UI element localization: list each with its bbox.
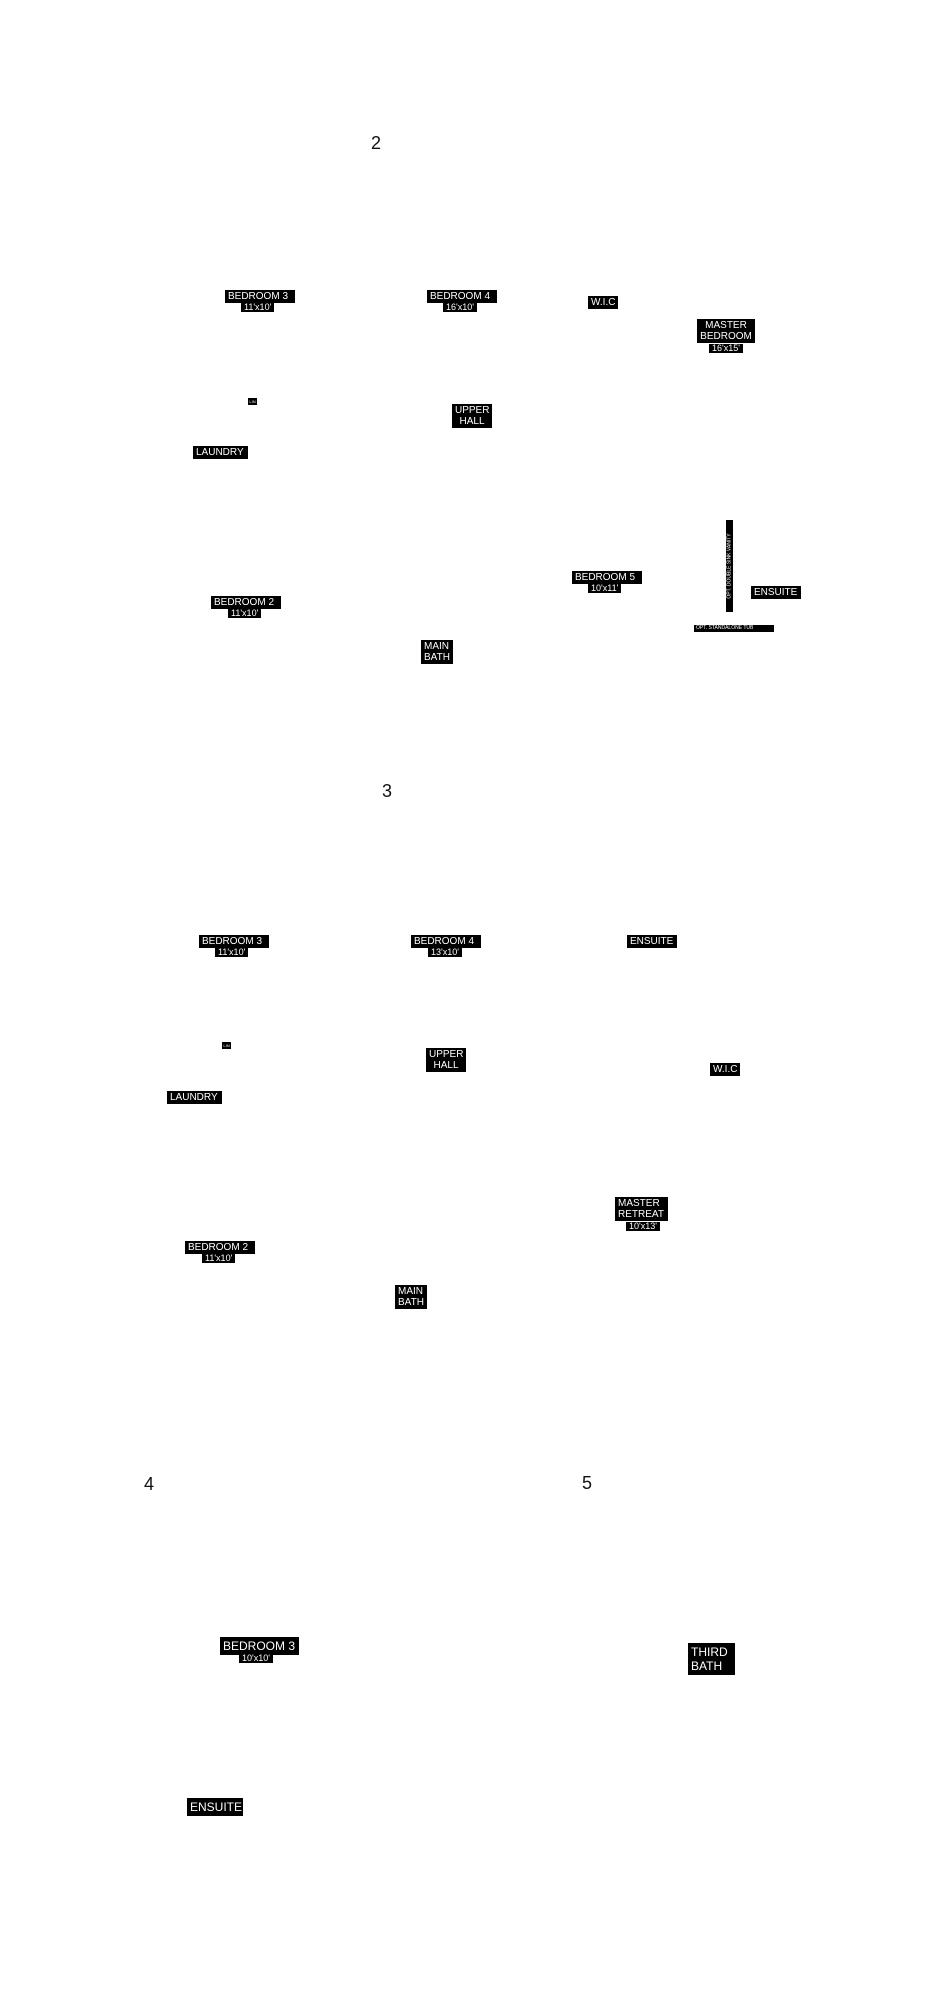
plan-3-master-retreat-line-2: RETREAT — [618, 1209, 664, 1220]
plan-2-laundry-label: LAUNDRY — [193, 446, 248, 459]
plan-5-third-bath-line-2: BATH — [691, 1659, 723, 1673]
plan-5-third-bath-label: THIRD BATH — [688, 1643, 735, 1675]
plan-2-ensuite-label: ENSUITE — [751, 586, 801, 599]
plan-3-main-bath-line-2: BATH — [398, 1297, 424, 1308]
plan-2-upper-hall-line-1: UPPER — [455, 405, 490, 416]
plan-2-bedroom-3-dim: 11'x10' — [241, 303, 275, 312]
plan-2-main-bath-label: MAIN BATH — [421, 640, 453, 664]
plan-2-wic-label: W.I.C — [588, 296, 618, 309]
plan-3-upper-hall-line-2: HALL — [433, 1060, 459, 1071]
plan-3-master-retreat-line-1: MASTER — [618, 1198, 660, 1209]
plan-2-standalone-tub-label: OPT. STANDALONE TUB — [694, 625, 774, 632]
plan-5-number: 5 — [582, 1473, 593, 1493]
plan-2-double-vanity-text: OPT. DOUBLE SINK VANITY — [726, 533, 732, 599]
plan-3-master-retreat-label: MASTER RETREAT — [615, 1197, 668, 1221]
plan-2-bedroom-5-dim: 10'x11' — [588, 584, 622, 593]
plan-3-master-retreat-dim: 10'x13' — [626, 1222, 660, 1231]
plan-4-bedroom-3-label: BEDROOM 3 — [220, 1637, 299, 1655]
plan-3-wic-label: W.I.C — [710, 1063, 740, 1076]
plan-3-bedroom-3-dim: 11'x10' — [215, 948, 249, 957]
plan-3-bedroom-2-label: BEDROOM 2 — [185, 1241, 255, 1254]
plan-3-main-bath-label: MAIN BATH — [395, 1285, 427, 1309]
plan-2-bedroom-2-dim: 11'x10' — [228, 609, 262, 618]
plan-3-upper-hall-label: UPPER HALL — [426, 1048, 466, 1072]
plan-2-bedroom-5-label: BEDROOM 5 — [572, 571, 642, 584]
plan-2-linen-marker: LIN — [248, 398, 257, 405]
plan-2-double-vanity-label: OPT. DOUBLE SINK VANITY — [726, 520, 733, 612]
plan-2-bedroom-2-label: BEDROOM 2 — [211, 596, 281, 609]
plan-2-main-bath-line-1: MAIN — [424, 641, 449, 652]
plan-3-upper-hall-line-1: UPPER — [429, 1049, 464, 1060]
plan-3-bedroom-4-dim: 13'x10' — [428, 948, 462, 957]
plan-3-main-bath-line-1: MAIN — [398, 1286, 423, 1297]
plan-4-number: 4 — [144, 1474, 155, 1494]
plan-2-master-bedroom-label: MASTER BEDROOM — [697, 319, 755, 343]
plan-4-ensuite-label: ENSUITE — [187, 1798, 243, 1816]
plan-3-linen-text: LIN — [223, 1043, 230, 1048]
plan-3-bedroom-2-dim: 11'x10' — [202, 1254, 236, 1263]
plan-5-third-bath-line-1: THIRD — [691, 1645, 728, 1659]
plan-2-master-bedroom-line-2: BEDROOM — [700, 331, 752, 342]
plan-2-main-bath-line-2: BATH — [424, 652, 450, 663]
plan-3-laundry-label: LAUNDRY — [167, 1091, 222, 1104]
plan-2-bedroom-4-label: BEDROOM 4 — [427, 290, 497, 303]
plan-3-linen-marker: LIN — [222, 1042, 231, 1049]
plan-3-bedroom-4-label: BEDROOM 4 — [411, 935, 481, 948]
plan-2-master-bedroom-dim: 16'x15' — [709, 344, 743, 353]
plan-4-bedroom-3-dim: 10'x10' — [239, 1654, 273, 1663]
plan-3-bedroom-3-label: BEDROOM 3 — [199, 935, 269, 948]
plan-2-bedroom-4-dim: 16'x10' — [443, 303, 477, 312]
plan-3-ensuite-label: ENSUITE — [627, 935, 677, 948]
plan-3-number: 3 — [382, 781, 393, 801]
plan-2-linen-text: LIN — [249, 399, 256, 404]
plan-2-master-bedroom-line-1: MASTER — [705, 320, 747, 331]
plan-2-upper-hall-line-2: HALL — [459, 416, 485, 427]
plan-2-bedroom-3-label: BEDROOM 3 — [225, 290, 295, 303]
plan-2-number: 2 — [371, 133, 382, 153]
plan-2-upper-hall-label: UPPER HALL — [452, 404, 492, 428]
